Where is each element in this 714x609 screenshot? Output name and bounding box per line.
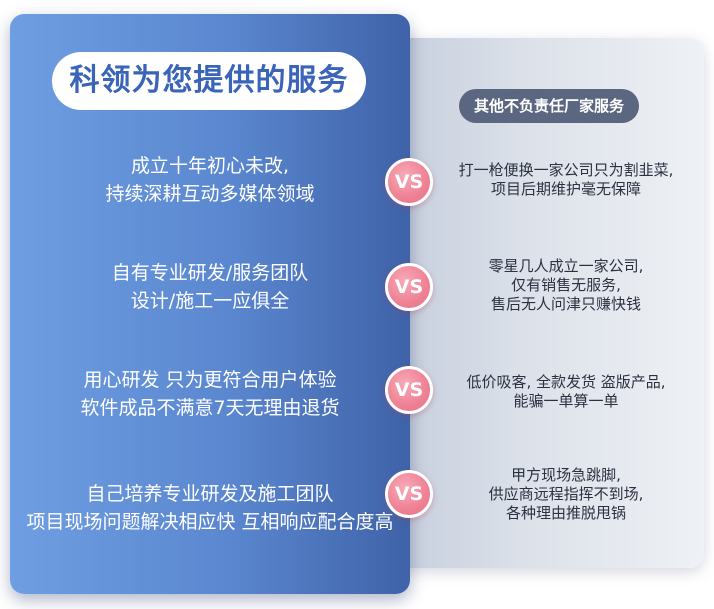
competitor-item-2-line-3: 售后无人问津只赚快钱 [490,295,641,313]
competitor-panel [392,38,704,568]
competitor-item-4-line-2: 供应商远程指挥不到场, [488,485,644,503]
our-services-title: 科领为您提供的服务 [52,52,366,110]
vs-badge-3: VS [385,366,433,414]
competitor-item-4-line-1: 甲方现场急跳脚, [511,466,621,484]
our-service-item-3-line-2: 软件成品不满意7天无理由退货 [80,397,340,419]
competitor-item-1-line-1: 打一枪便换一家公司只为割韭菜, [458,161,674,179]
competitor-item-4: 甲方现场急跳脚, 供应商远程指挥不到场, 各种理由推脱甩锅 [430,466,702,523]
competitor-item-3-line-1: 低价吸客, 全款发货 盗版产品, [466,373,666,391]
our-service-item-4-line-1: 自己培养专业研发及施工团队 [86,483,334,505]
competitor-item-4-line-3: 各种理由推脱甩锅 [505,504,626,522]
vs-badge-1: VS [385,158,433,206]
competitor-item-3-line-2: 能骗一单算一单 [513,392,619,410]
competitor-item-2: 零星几人成立一家公司, 仅有销售无服务, 售后无人问津只赚快钱 [430,257,702,314]
competitor-item-1: 打一枪便换一家公司只为割韭菜, 项目后期维护毫无保障 [430,161,702,199]
competitor-item-2-line-1: 零星几人成立一家公司, [488,257,644,275]
competitor-item-3: 低价吸客, 全款发货 盗版产品, 能骗一单算一单 [430,373,702,411]
competitor-item-1-line-2: 项目后期维护毫无保障 [490,180,641,198]
vs-badge-4: VS [385,470,433,518]
competitor-item-2-line-2: 仅有销售无服务, [511,276,621,294]
our-service-item-1: 成立十年初心未改, 持续深耕互动多媒体领域 [10,152,410,208]
our-service-item-1-line-2: 持续深耕互动多媒体领域 [105,183,315,205]
our-service-item-2: 自有专业研发/服务团队 设计/施工一应俱全 [10,259,410,315]
competitor-title: 其他不负责任厂家服务 [459,89,639,123]
our-service-item-3-line-1: 用心研发 只为更符合用户体验 [83,369,337,391]
our-service-item-2-line-2: 设计/施工一应俱全 [130,290,290,312]
our-service-item-4-line-2: 项目现场问题解决相应快 互相响应配合度高 [26,511,394,533]
our-service-item-4: 自己培养专业研发及施工团队 项目现场问题解决相应快 互相响应配合度高 [10,480,410,536]
our-service-item-3: 用心研发 只为更符合用户体验 软件成品不满意7天无理由退货 [10,366,410,422]
vs-badge-2: VS [385,263,433,311]
our-service-item-1-line-1: 成立十年初心未改, [130,155,290,177]
our-service-item-2-line-1: 自有专业研发/服务团队 [111,262,309,284]
our-services-panel [10,14,410,594]
